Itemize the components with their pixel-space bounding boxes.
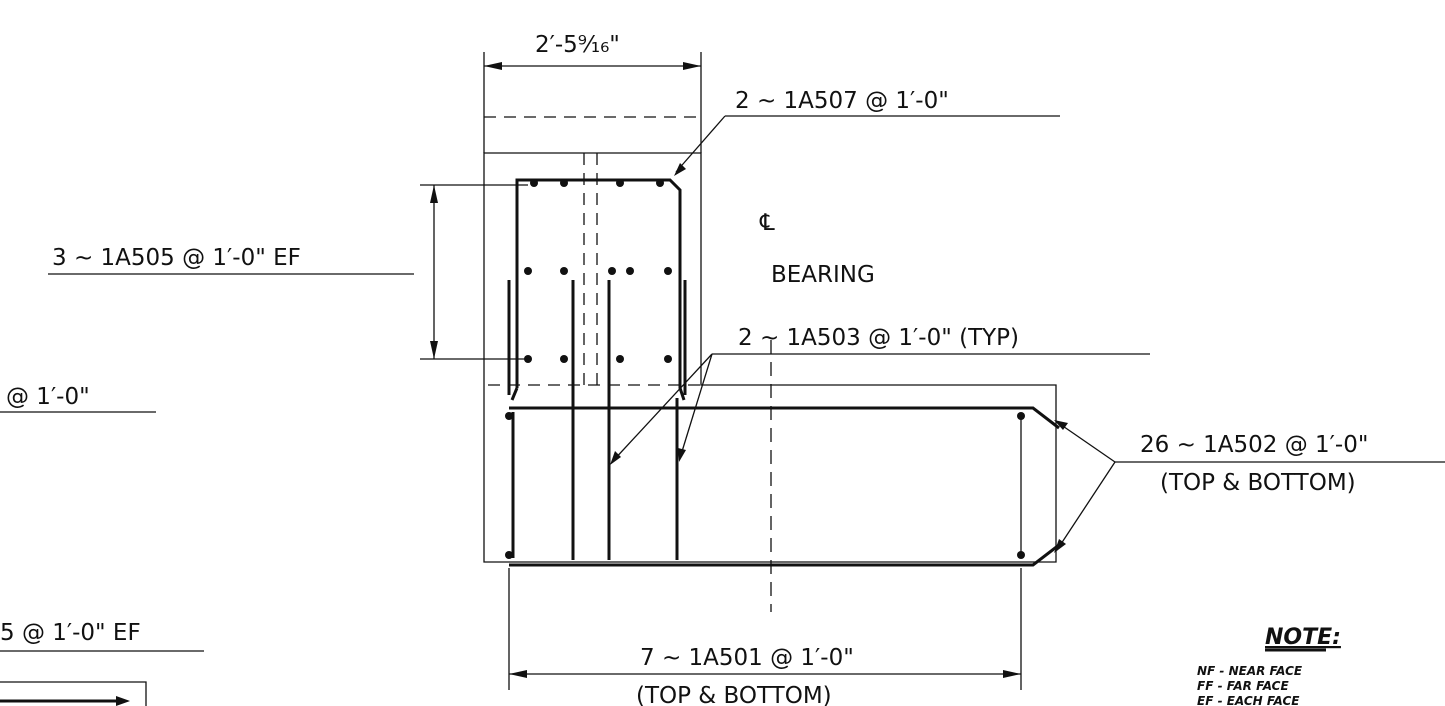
leader-1a502-bottom xyxy=(1056,461,1116,551)
label-1a503: 2 ~ 1A503 @ 1′-0" (TYP) xyxy=(738,325,1019,351)
left-partial-label-1: @ 1′-0" xyxy=(6,384,90,410)
leader-1a502-top xyxy=(1056,421,1116,463)
label-1a502-note: (TOP & BOTTOM) xyxy=(1160,470,1356,496)
footing-corner-dot xyxy=(505,412,513,420)
note-line: FF - FAR FACE xyxy=(1197,679,1289,693)
stem-longitudinal-bars xyxy=(524,179,672,363)
leader-1a507 xyxy=(675,115,726,173)
note-line: NF - NEAR FACE xyxy=(1197,664,1303,678)
dim-1a501-arrow-right xyxy=(1003,670,1021,678)
footing-corner-dot xyxy=(505,551,513,559)
label-1a501: 7 ~ 1A501 @ 1′-0" xyxy=(640,645,854,671)
leader-1a507-arrow xyxy=(674,163,686,176)
dim-1a505-arrow-bottom xyxy=(430,341,438,359)
leader-1a503-a xyxy=(611,353,713,463)
dowel-bars-1a503 xyxy=(507,280,687,560)
label-1a502: 26 ~ 1A502 @ 1′-0" xyxy=(1140,432,1368,458)
label-1a505: 3 ~ 1A505 @ 1′-0" EF xyxy=(52,245,301,271)
top-dim-arrow-left xyxy=(484,62,502,70)
footing-bar-top-1a502 xyxy=(509,406,1060,430)
left-partial-label-2: 5 @ 1′-0" EF xyxy=(0,620,141,646)
stirrup-hook xyxy=(510,387,519,401)
centerline-symbol: ℄ xyxy=(759,210,775,236)
top-dim-arrow-right xyxy=(683,62,701,70)
footing-corner-dot xyxy=(1017,412,1025,420)
leader-1a502-arrow-bottom xyxy=(1054,539,1066,553)
top-dimension-label: 2′-5⁹⁄₁₆" xyxy=(535,32,620,58)
leader-1a503-arrow-a xyxy=(610,451,621,465)
dim-1a505-arrow-top xyxy=(430,185,438,203)
left-partial-box xyxy=(0,681,147,706)
footing-bar-bottom-1a502 xyxy=(509,543,1060,567)
leader-1a502-arrow-top xyxy=(1054,420,1068,430)
left-partial-arrow xyxy=(116,696,130,706)
footing-corner-dot xyxy=(1017,551,1025,559)
note-line: EF - EACH FACE xyxy=(1197,694,1300,706)
leader-1a503-arrow-b xyxy=(678,448,686,462)
note-title: NOTE: xyxy=(1265,625,1341,650)
leader-1a503-b xyxy=(679,353,713,459)
stirrup-1a507 xyxy=(515,178,686,401)
dim-1a501-arrow-left xyxy=(509,670,527,678)
label-1a507: 2 ~ 1A507 @ 1′-0" xyxy=(735,88,949,114)
label-1a501-note: (TOP & BOTTOM) xyxy=(636,683,832,706)
bearing-label: BEARING xyxy=(771,262,875,288)
